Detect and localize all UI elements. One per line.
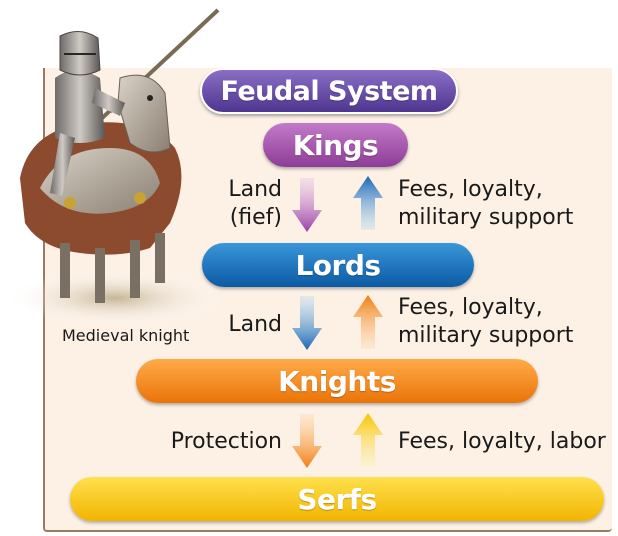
down-arrow-orange-icon bbox=[292, 414, 322, 468]
kings-bar: Kings bbox=[263, 123, 408, 167]
kings-lords-down-label-line2: (fief) bbox=[229, 205, 282, 230]
up-arrow-orange-icon bbox=[353, 295, 383, 349]
diagram-title: Feudal System bbox=[200, 68, 458, 114]
serfs-bar: Serfs bbox=[70, 477, 604, 521]
lords-knights-up-label-line1: Fees, loyalty, bbox=[398, 295, 543, 320]
up-arrow-yellow-icon bbox=[353, 413, 383, 467]
kings-lords-up-label-line2: military support bbox=[398, 205, 574, 230]
down-arrow-purple-icon bbox=[292, 178, 322, 232]
lords-knights-up-label: Fees, loyalty, military support bbox=[398, 294, 573, 350]
knights-serfs-down-label: Protection bbox=[170, 429, 282, 454]
lords-knights-up-label-line2: military support bbox=[398, 323, 574, 348]
knights-bar: Knights bbox=[136, 359, 538, 403]
knights-serfs-up-label: Fees, loyalty, labor bbox=[398, 429, 606, 454]
lords-knights-down-label: Land bbox=[228, 312, 282, 337]
down-arrow-blue-icon bbox=[292, 296, 322, 350]
image-caption: Medieval knight bbox=[62, 326, 190, 345]
kings-lords-down-label: Land (fief) bbox=[212, 176, 282, 232]
kings-lords-down-label-line1: Land bbox=[228, 177, 282, 202]
kings-lords-up-label-line1: Fees, loyalty, bbox=[398, 177, 543, 202]
up-arrow-blue-icon bbox=[353, 176, 383, 230]
lords-bar: Lords bbox=[202, 243, 474, 287]
knight-illustration bbox=[5, 8, 225, 326]
kings-lords-up-label: Fees, loyalty, military support bbox=[398, 176, 573, 232]
